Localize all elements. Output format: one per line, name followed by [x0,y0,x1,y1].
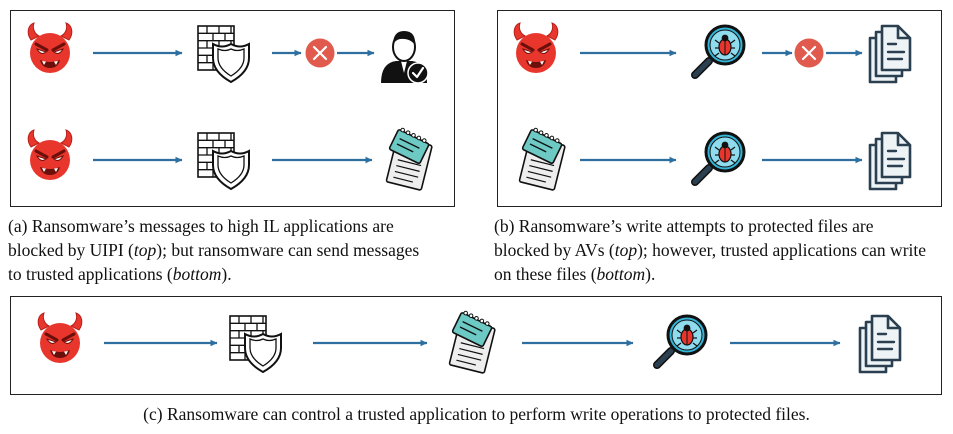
caption-emphasis: top [133,240,157,260]
caption-emphasis: bottom [596,264,646,284]
caption-line: (c) Ransomware can control a trusted app… [143,404,810,424]
caption-a: (a) Ransomware’s messages to high IL app… [8,214,460,286]
caption-c: (c) Ransomware can control a trusted app… [0,402,953,426]
caption-label: (a) [8,216,32,236]
firewall-shield-icon [197,132,250,190]
firewall-shield-icon [229,315,282,373]
caption-line: on these files (bottom). [494,264,656,284]
caption-label: (c) [143,404,167,424]
antivirus-scan-icon [695,26,744,75]
notepad-app-icon [448,308,497,375]
caption-emphasis: top [614,240,638,260]
firewall-shield-icon [197,25,250,83]
caption-label: (b) [494,216,519,236]
caption-line: blocked by AVs (top); however, trusted a… [494,240,927,260]
caption-emphasis: bottom [172,264,222,284]
verified-user-icon [379,29,430,85]
caption-b: (b) Ransomware’s write attempts to prote… [494,214,946,286]
devil-ransomware-icon [36,311,84,365]
antivirus-scan-icon [657,316,706,365]
devil-ransomware-icon [512,21,560,75]
notepad-app-icon [385,125,434,192]
blocked-x-icon [793,37,825,69]
caption-line: blocked by UIPI (top); but ransomware ca… [8,240,420,260]
protected-files-icon [868,131,912,191]
caption-line: (b) Ransomware’s write attempts to prote… [494,216,874,236]
antivirus-scan-icon [695,133,744,182]
notepad-app-icon [518,125,567,192]
blocked-x-icon [304,37,336,69]
caption-line: to trusted applications (bottom). [8,264,232,284]
protected-files-icon [858,314,902,374]
protected-files-icon [868,24,912,84]
caption-line: (a) Ransomware’s messages to high IL app… [8,216,394,236]
devil-ransomware-icon [26,128,74,182]
devil-ransomware-icon [26,21,74,75]
